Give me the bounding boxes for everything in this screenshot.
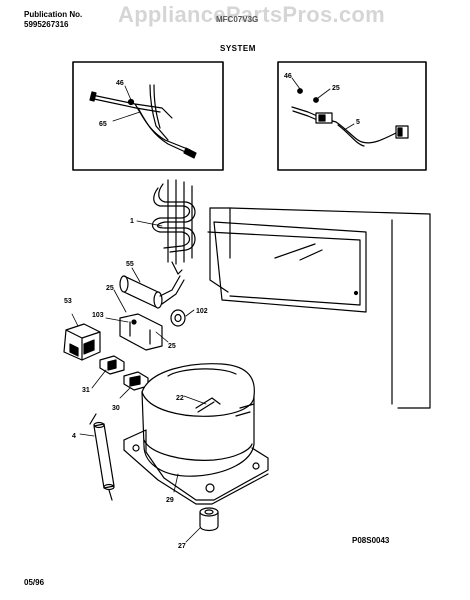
callout-25-cord: 25 <box>332 85 340 92</box>
inset-box-harness <box>72 61 224 171</box>
start-capacitor <box>119 275 185 309</box>
model-number: MFC07V3G <box>216 15 259 24</box>
footer-date: 05/96 <box>24 578 45 587</box>
callout-65: 65 <box>99 121 107 128</box>
callout-31: 31 <box>82 387 90 394</box>
filter-drier <box>89 413 115 501</box>
capacitor-bracket <box>119 313 163 351</box>
callout-25-bracket: 25 <box>168 343 176 350</box>
callout-25-capacitor: 25 <box>106 285 114 292</box>
callout-5: 5 <box>356 119 360 126</box>
callout-29: 29 <box>166 497 174 504</box>
relay-cover <box>63 323 101 361</box>
callout-46-harness: 46 <box>116 80 124 87</box>
grommet <box>170 309 186 327</box>
callout-22: 22 <box>176 395 184 402</box>
condenser-coil <box>151 179 196 275</box>
harness-part <box>89 84 197 159</box>
watermark: AppliancePartsPros.com <box>118 2 386 27</box>
publication-number: 5995267316 <box>24 20 69 29</box>
compressor <box>123 363 269 505</box>
power-cord-part <box>291 88 409 147</box>
inset-box-cord <box>277 61 427 171</box>
callout-55: 55 <box>126 261 134 268</box>
callout-46-cord: 46 <box>284 73 292 80</box>
callout-30: 30 <box>112 405 120 412</box>
publication-label: Publication No. <box>24 10 83 19</box>
overload-protector <box>99 355 125 375</box>
callout-27: 27 <box>178 543 186 550</box>
callout-53: 53 <box>64 298 72 305</box>
compressor-grommet <box>199 507 219 532</box>
cabinet-outline <box>207 207 431 409</box>
section-title: SYSTEM <box>220 44 256 53</box>
callout-102: 102 <box>196 308 208 315</box>
callout-1: 1 <box>130 218 134 225</box>
diagram-code: P08S0043 <box>352 536 390 545</box>
callout-4: 4 <box>72 433 76 440</box>
callout-103: 103 <box>92 312 104 319</box>
leader-lines <box>71 77 355 543</box>
